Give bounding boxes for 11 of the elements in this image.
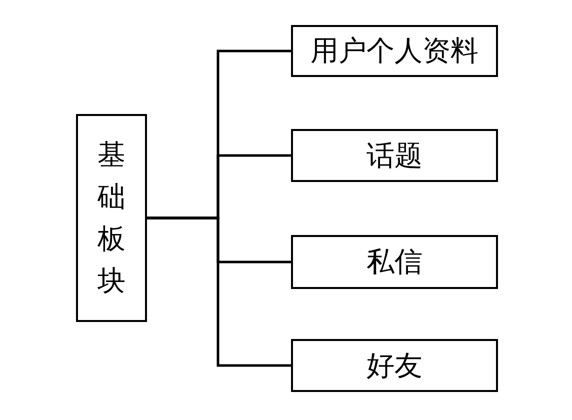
connector-line	[147, 216, 291, 367]
item-label: 好友	[366, 348, 422, 384]
item-box	[291, 129, 498, 182]
item-label: 话题	[366, 138, 422, 174]
category-label: 基础板块	[96, 137, 126, 299]
item-label: 用户个人资料	[310, 33, 478, 69]
item-label: 私信	[366, 244, 422, 280]
category-box	[76, 114, 147, 322]
item-box	[291, 25, 498, 77]
item-box	[291, 339, 498, 392]
item-box	[291, 235, 498, 289]
